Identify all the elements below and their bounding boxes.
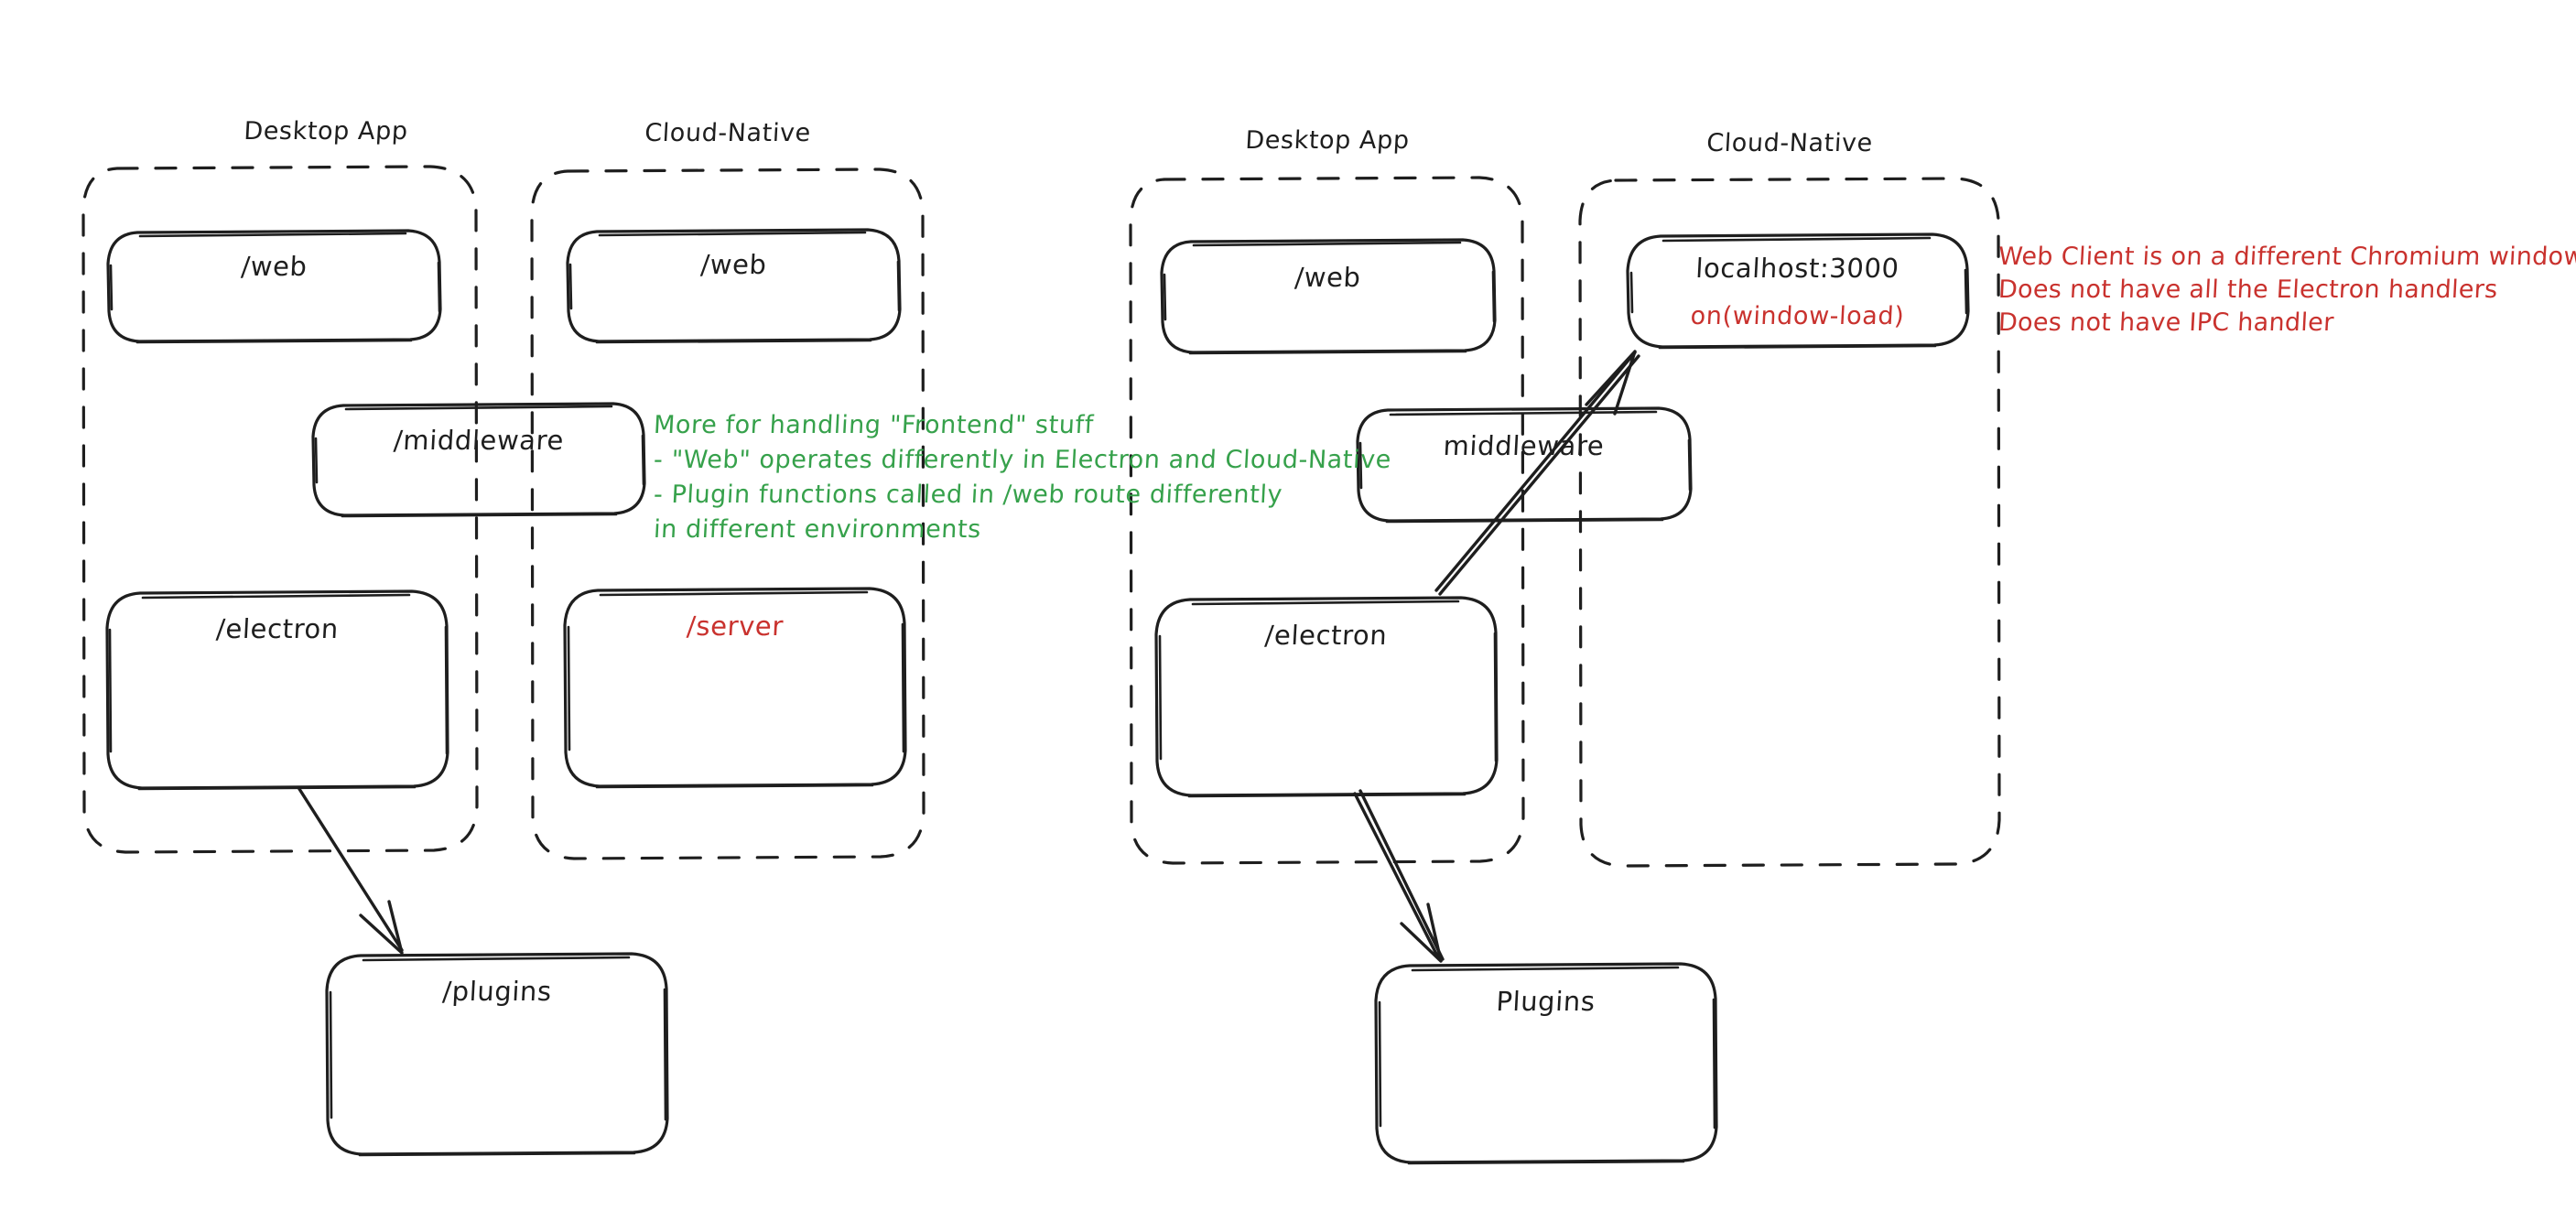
box-server-left-2 (567, 590, 905, 789)
box-web-desktop-right-2 (1163, 241, 1496, 355)
annotation-red-line-2: Does not have all the Electron handlers (1997, 276, 2499, 304)
group-outline-cloudnative-right (1578, 177, 2001, 868)
box-middleware-right-2 (1358, 410, 1692, 524)
group-outline-desktop-left (81, 165, 479, 854)
annotation-green-line-2: - "Web" operates differently in Electron… (653, 446, 1392, 474)
annotation-red-line-1: Web Client is on a different Chromium wi… (1997, 243, 2576, 271)
box-label-localhost-right: localhost:3000 (1694, 253, 1900, 284)
box-plugins-left-2 (329, 956, 667, 1157)
group-title-desktop-left: Desktop App (243, 117, 409, 146)
box-label-electron-right: /electron (1263, 620, 1389, 651)
box-label-middleware-right: middleware (1442, 430, 1606, 461)
box-web-cloud-left-2 (568, 231, 901, 344)
box-electron-left-2 (108, 593, 449, 791)
group-outline-cloudnative-left (530, 168, 925, 860)
box-plugins-right-2 (1378, 966, 1716, 1165)
box-label-middleware-left: /middleware (393, 425, 565, 456)
group-outline-desktop-right (1129, 176, 1525, 865)
box-electron-right-2 (1158, 600, 1498, 798)
box-label-plugins-left: /plugins (441, 976, 553, 1007)
box-label-plugins-right: Plugins (1495, 986, 1596, 1017)
annotation-red-line-3: Does not have IPC handler (1997, 308, 2335, 337)
box-label-web-desktop-left: /web (240, 251, 308, 282)
arrow-electron-to-plugins-right-b (1358, 789, 1445, 961)
box-localhost-right-2 (1629, 236, 1968, 350)
box-middleware-left (311, 402, 646, 517)
arrowhead-electron-to-plugins-left (359, 900, 404, 955)
box-label-electron-left: /electron (215, 613, 340, 644)
annotation-green-line-4: in different environments (653, 515, 982, 544)
group-title-cloudnative-left: Cloud-Native (644, 119, 812, 147)
arrow-electron-to-localhost-right-2 (1438, 354, 1640, 596)
box-label-web-cloud-left: /web (699, 249, 768, 280)
arrow-electron-to-localhost-right (1434, 351, 1637, 592)
group-title-cloudnative-right: Cloud-Native (1705, 129, 1874, 157)
arrow-electron-to-plugins-right-a (1353, 792, 1441, 961)
annotation-green-line-3: - Plugin functions called in /web route … (653, 481, 1283, 509)
box-sublabel-localhost-right: on(window-load) (1689, 302, 1906, 330)
arrow-electron-to-plugins-left (298, 787, 404, 952)
annotation-green-line-1: More for handling "Frontend" stuff (653, 411, 1095, 439)
box-label-server-left: /server (686, 611, 785, 642)
group-title-desktop-right: Desktop App (1244, 126, 1411, 155)
arrowhead-electron-to-plugins-right (1400, 902, 1443, 963)
arrowhead-electron-to-localhost-right (1585, 350, 1637, 416)
box-web-desktop-left-2 (109, 232, 441, 344)
box-label-web-desktop-right: /web (1293, 262, 1362, 293)
box-web-desktop-right (1160, 238, 1497, 354)
box-middleware-left-2 (314, 405, 645, 518)
box-web-desktop-left (106, 229, 442, 343)
